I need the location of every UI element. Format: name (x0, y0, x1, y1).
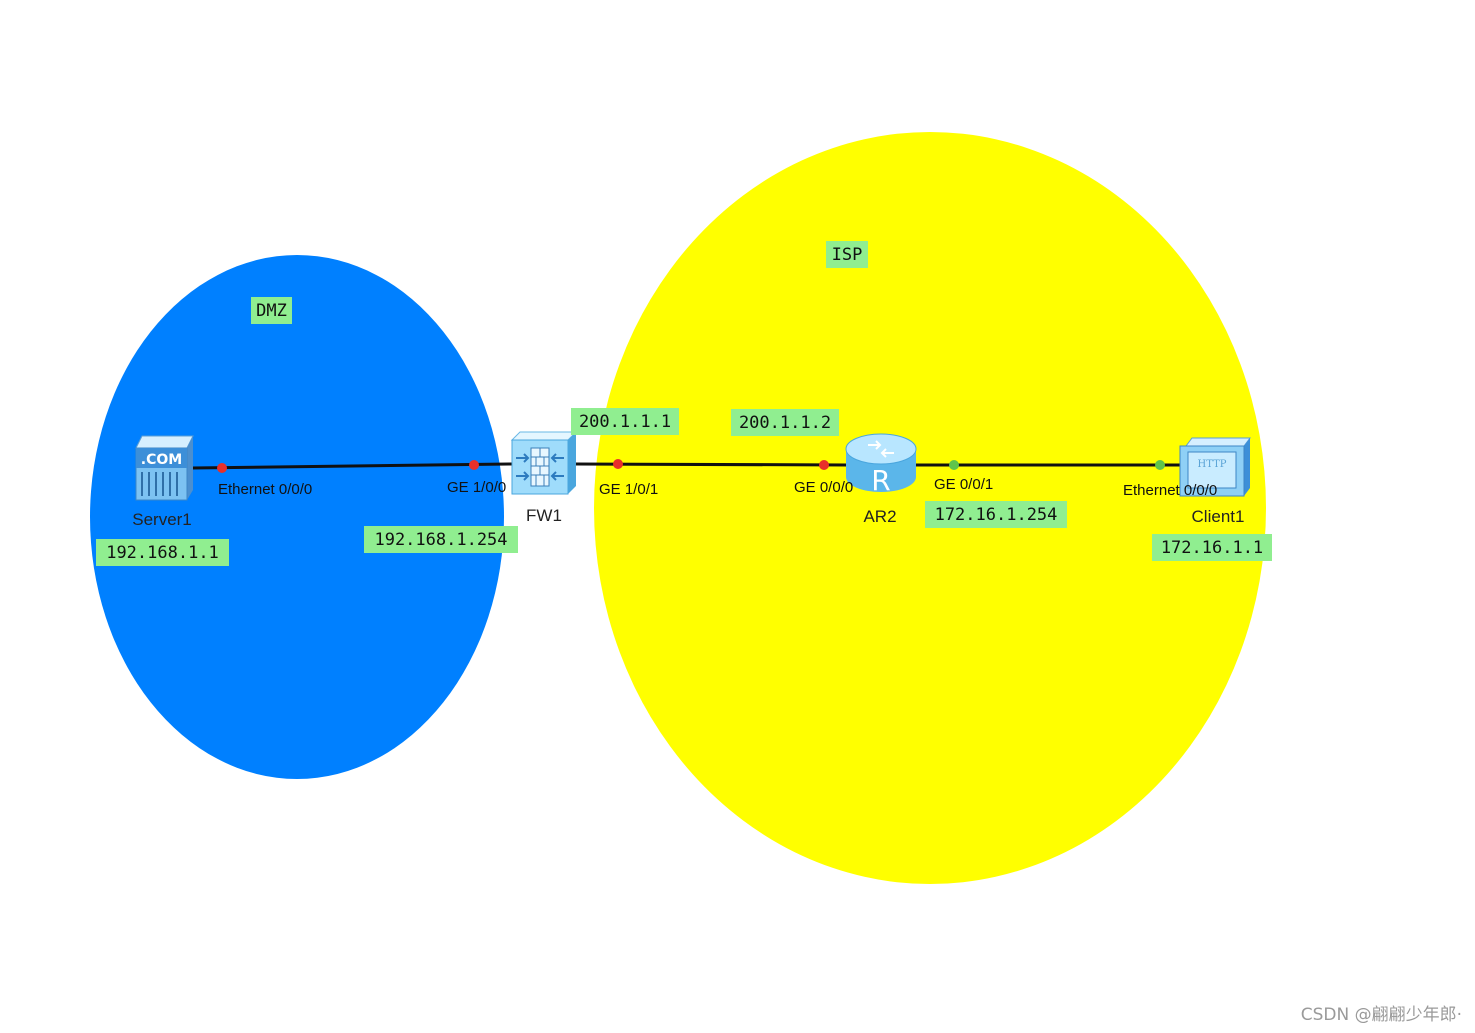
iface-label-fw1-ge101: GE 1/0/1 (599, 481, 658, 498)
ip-tag-server1: 192.168.1.1 (96, 539, 229, 566)
ip-tag-fw1-inside: 192.168.1.254 (364, 526, 518, 553)
port-dot-fw1-ge101 (613, 459, 623, 469)
iface-label-ar2-ge000: GE 0/0/0 (794, 479, 853, 496)
dmz-zone-label: DMZ (251, 297, 292, 324)
client1-device[interactable]: HTTP Client1 (1179, 437, 1251, 526)
watermark: CSDN @翩翩少年郎· (1301, 1005, 1462, 1025)
ip-tag-client1: 172.16.1.1 (1152, 534, 1272, 561)
dmz-label-text: DMZ (256, 301, 287, 321)
http-client-icon: HTTP (1179, 437, 1251, 497)
ip-text-fw1-inside: 192.168.1.254 (374, 530, 507, 550)
ip-text-ar2-lan: 172.16.1.254 (935, 505, 1058, 525)
iface-label-fw1-ge100: GE 1/0/0 (447, 479, 506, 496)
port-dot-ar2-ge001 (949, 460, 959, 470)
port-dot-server1-eth (217, 463, 227, 473)
server1-device[interactable]: .COM Server1 (132, 435, 194, 529)
ar2-name: AR2 (863, 507, 896, 526)
server-screen-text: .COM (141, 452, 182, 468)
port-dot-ar2-ge000 (819, 460, 829, 470)
iface-label-server1-eth: Ethernet 0/0/0 (218, 481, 312, 498)
server-com-icon: .COM (135, 435, 194, 501)
link-server1-fw1[interactable] (191, 462, 513, 470)
ip-text-server1: 192.168.1.1 (106, 543, 219, 563)
ip-tag-fw1-outside: 200.1.1.1 (571, 408, 679, 435)
port-dot-fw1-ge100 (469, 460, 479, 470)
fw1-name: FW1 (526, 506, 562, 525)
fw1-device[interactable]: FW1 (510, 431, 578, 525)
client1-name: Client1 (1192, 507, 1245, 526)
server1-name: Server1 (132, 510, 192, 529)
ip-text-ar2-wan: 200.1.1.2 (739, 413, 831, 433)
ip-tag-ar2-lan: 172.16.1.254 (925, 501, 1067, 528)
iface-label-ar2-ge001: GE 0/0/1 (934, 476, 993, 493)
router-icon: R (845, 433, 917, 497)
firewall-icon (510, 431, 578, 495)
iface-label-client1-eth: Ethernet 0/0/0 (1123, 482, 1217, 499)
ip-tag-ar2-wan: 200.1.1.2 (731, 409, 839, 436)
dmz-zone[interactable] (90, 255, 504, 779)
router-glyph: R (871, 464, 890, 497)
ip-text-client1: 172.16.1.1 (1161, 538, 1263, 558)
ar2-device[interactable]: R AR2 (845, 433, 917, 526)
isp-zone-label: ISP (826, 241, 868, 268)
isp-label-text: ISP (832, 245, 863, 265)
port-dot-client1-eth (1155, 460, 1165, 470)
ip-text-fw1-outside: 200.1.1.1 (579, 412, 671, 432)
client-screen-text: HTTP (1198, 459, 1227, 470)
